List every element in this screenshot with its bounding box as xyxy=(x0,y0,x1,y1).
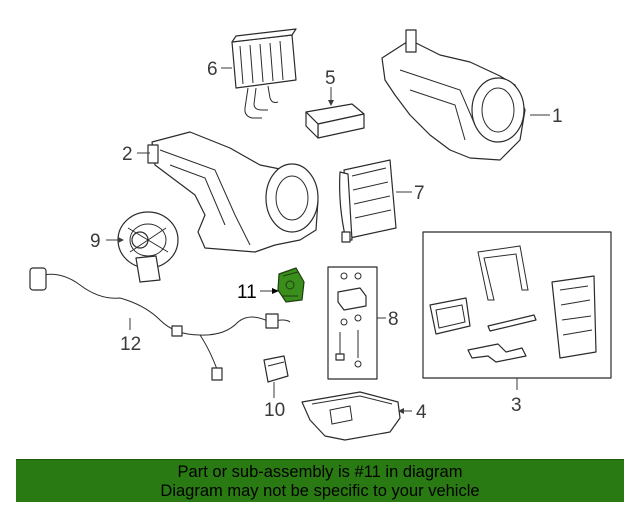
parts-diagram: 6 5 1 2 7 xyxy=(29,28,612,441)
banner-line-2: Diagram may not be specific to your vehi… xyxy=(160,482,480,500)
part-1-housing[interactable] xyxy=(381,29,526,161)
part-6-heater-core[interactable] xyxy=(231,28,297,119)
callout-2: 2 xyxy=(122,144,133,165)
info-banner: Part or sub-assembly is #11 in diagram D… xyxy=(16,459,624,502)
callout-3: 3 xyxy=(511,395,522,416)
part-5-seal[interactable] xyxy=(305,103,365,139)
part-2-case[interactable] xyxy=(147,131,319,253)
callout-9: 9 xyxy=(90,231,101,252)
callout-10: 10 xyxy=(264,400,285,421)
callout-11: 11 xyxy=(237,282,257,303)
callout-1: 1 xyxy=(552,106,563,127)
part-7-evaporator[interactable] xyxy=(339,159,397,243)
callout-7: 7 xyxy=(414,183,425,204)
callout-8: 8 xyxy=(388,309,399,330)
callout-4: 4 xyxy=(416,402,427,423)
callout-5: 5 xyxy=(325,68,336,89)
part-3-kit[interactable] xyxy=(422,231,612,379)
part-9-blower-motor[interactable] xyxy=(117,211,179,283)
callout-12: 12 xyxy=(120,334,141,355)
part-4-tray[interactable] xyxy=(301,391,401,441)
part-11-actuator-highlighted[interactable] xyxy=(277,267,305,303)
part-12-wiring-harness[interactable] xyxy=(29,267,291,381)
callout-6: 6 xyxy=(207,59,218,80)
part-10-module[interactable] xyxy=(263,355,289,383)
banner-line-1: Part or sub-assembly is #11 in diagram xyxy=(177,463,463,481)
part-8-hardware-kit[interactable] xyxy=(327,266,378,380)
